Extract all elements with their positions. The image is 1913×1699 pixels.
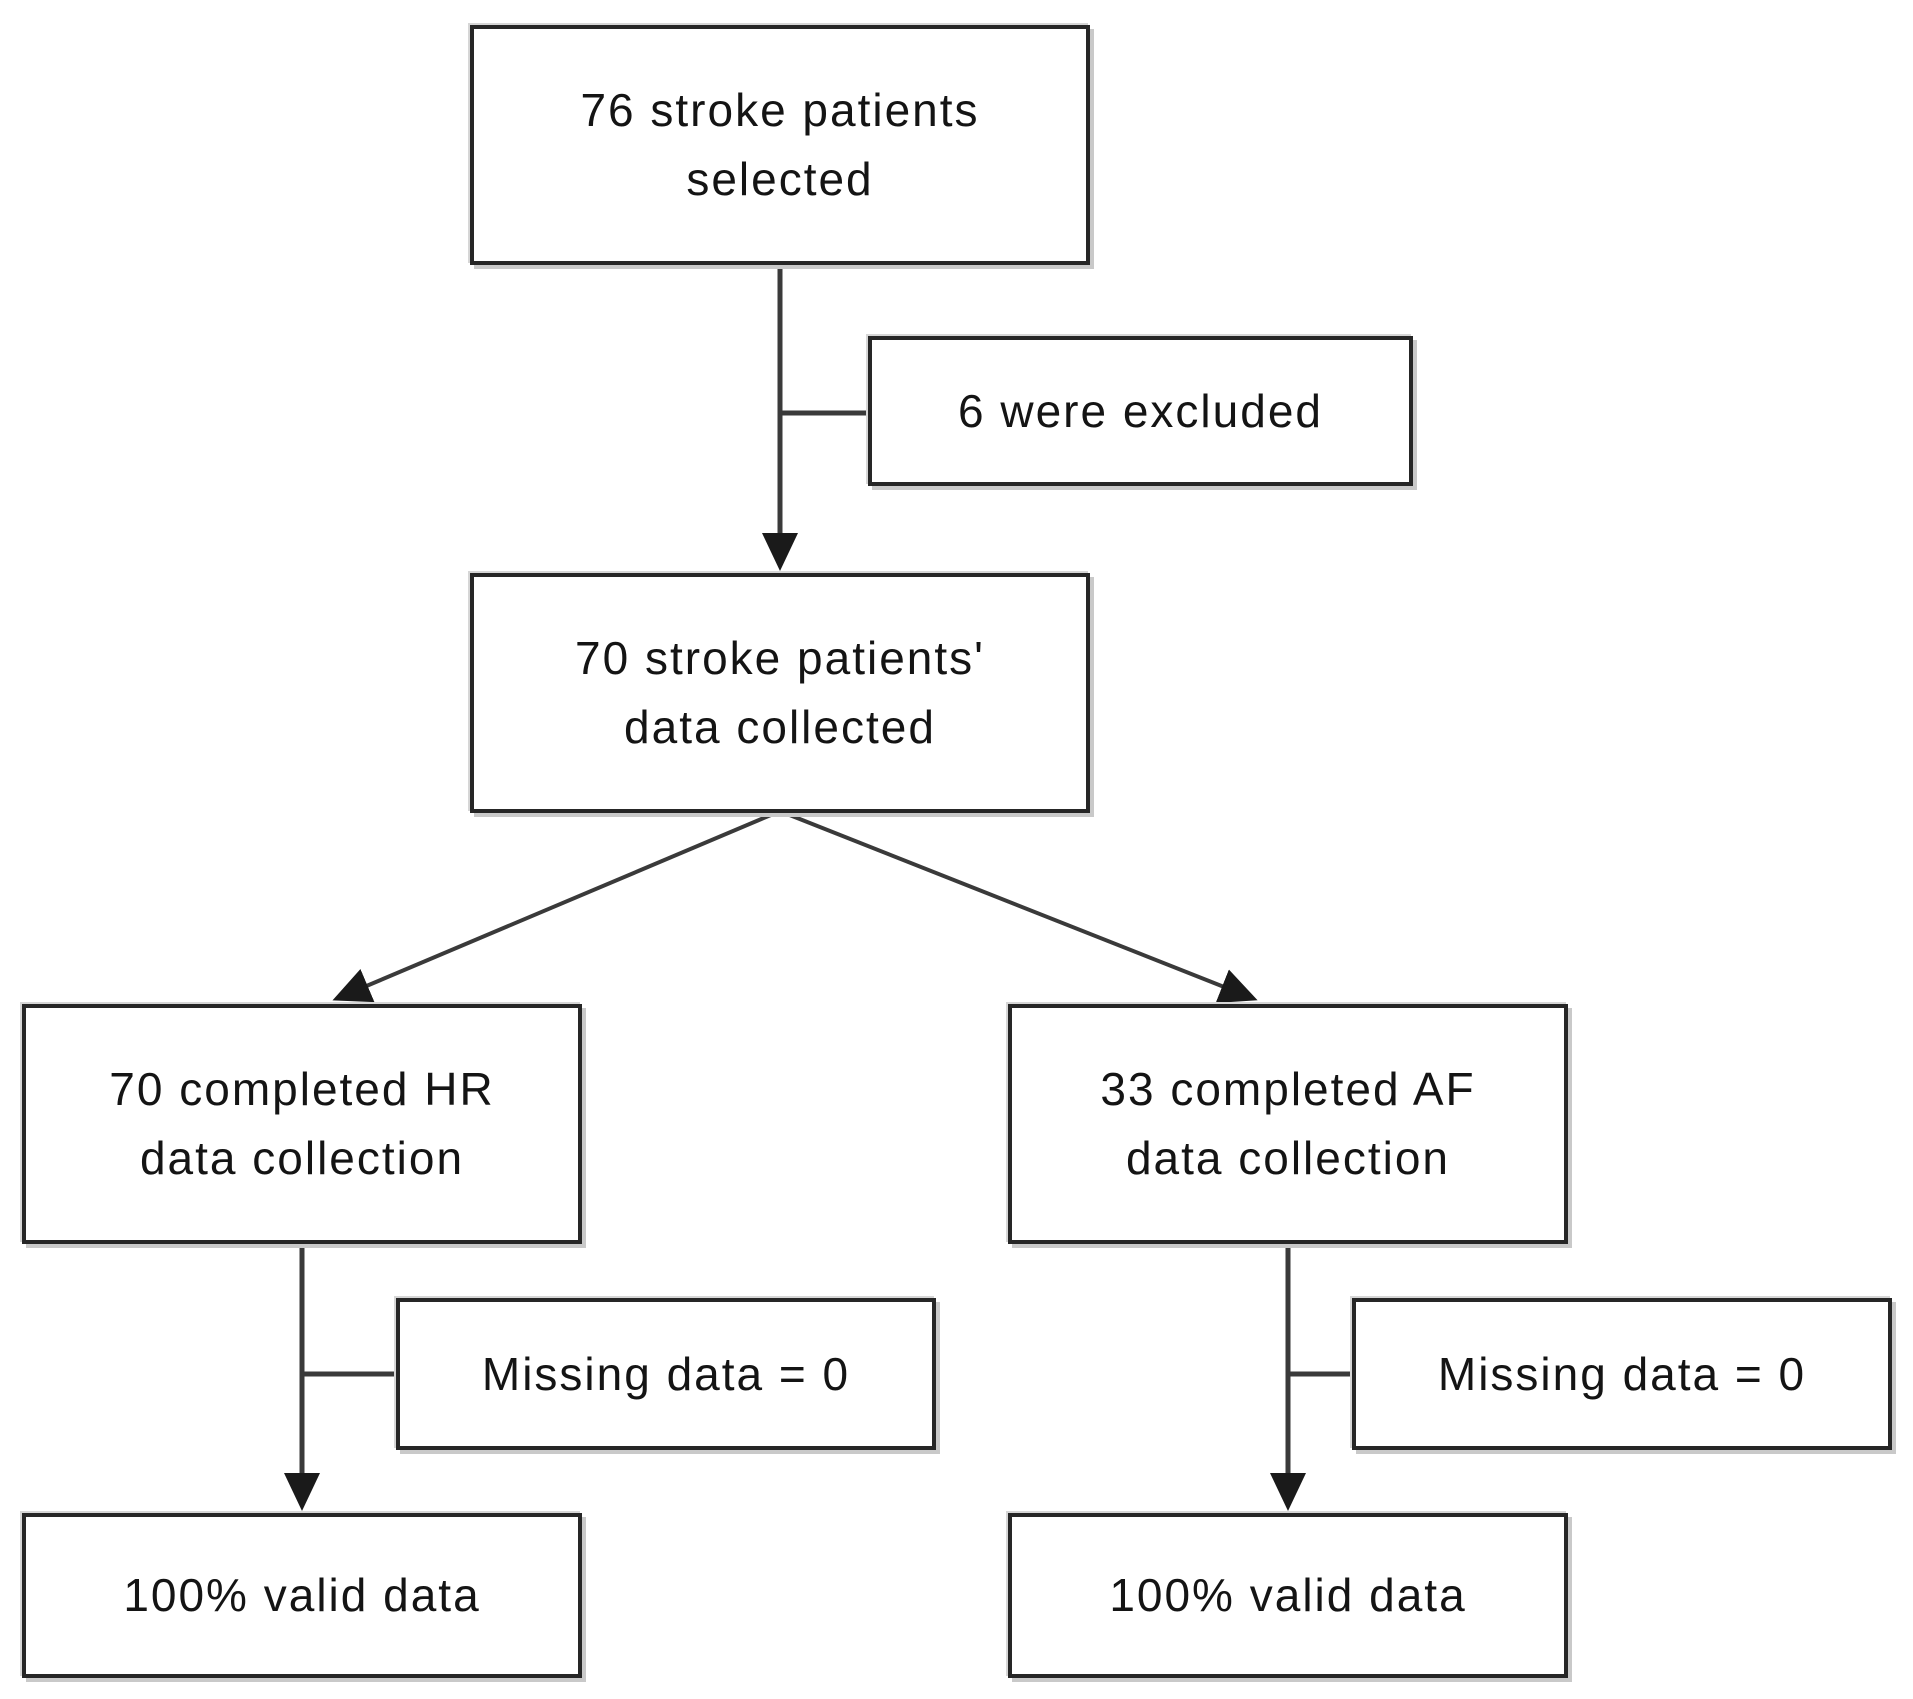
node-missing-data-af-label: Missing data = 0 bbox=[1437, 1347, 1807, 1400]
edge-collected-to-af-line bbox=[781, 810, 1258, 1003]
edge-collected-to-hr-line bbox=[332, 810, 779, 1003]
node-data-collected-label: 70 stroke patients' data collected bbox=[575, 632, 985, 753]
node-valid-data-hr-label: 100% valid data bbox=[123, 1569, 481, 1621]
node-patients-selected: 76 stroke patients selected bbox=[470, 25, 1090, 265]
node-valid-data-af: 100% valid data bbox=[1008, 1513, 1568, 1678]
node-af-collection: 33 completed AF data collection bbox=[1008, 1004, 1568, 1244]
node-valid-data-hr: 100% valid data bbox=[22, 1513, 582, 1678]
node-af-collection-label: 33 completed AF data collection bbox=[1100, 1063, 1476, 1184]
node-data-collected: 70 stroke patients' data collected bbox=[470, 573, 1090, 813]
node-excluded-label: 6 were excluded bbox=[958, 384, 1323, 437]
node-patients-selected-label: 76 stroke patients selected bbox=[580, 84, 980, 205]
node-missing-data-hr: Missing data = 0 bbox=[396, 1298, 936, 1450]
node-hr-collection: 70 completed HR data collection bbox=[22, 1004, 582, 1244]
node-excluded: 6 were excluded bbox=[868, 336, 1413, 486]
node-valid-data-af-label: 100% valid data bbox=[1109, 1569, 1467, 1621]
node-missing-data-hr-label: Missing data = 0 bbox=[481, 1347, 851, 1400]
node-missing-data-af: Missing data = 0 bbox=[1352, 1298, 1892, 1450]
node-hr-collection-label: 70 completed HR data collection bbox=[109, 1063, 495, 1184]
